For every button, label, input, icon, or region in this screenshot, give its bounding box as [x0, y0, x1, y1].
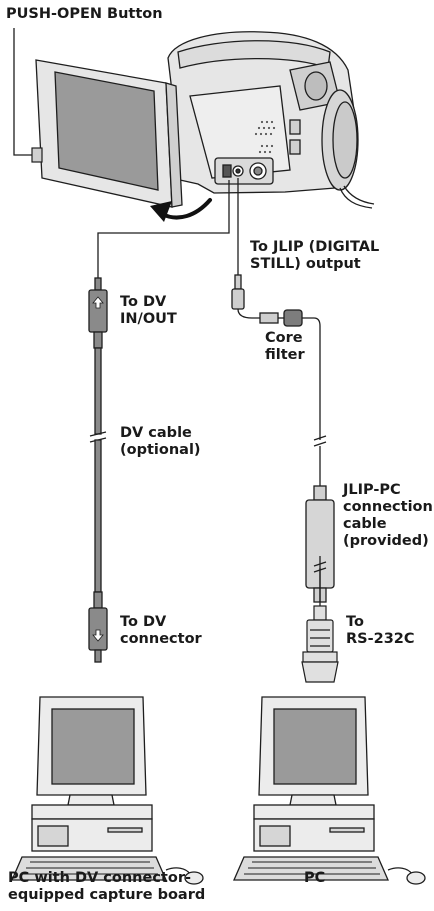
rs232c-label: To RS-232C: [346, 614, 415, 648]
camcorder: [168, 32, 374, 208]
pc-caption: PC: [304, 870, 325, 887]
dv-in-out-label: To DV IN/OUT: [120, 294, 177, 328]
core-filter-label: Core filter: [265, 330, 305, 364]
lcd-panel: [36, 60, 182, 207]
jlip-output-label: To JLIP (DIGITAL STILL) output: [250, 239, 379, 273]
push-open-label: PUSH-OPEN Button: [6, 6, 163, 23]
rs232c-connector: [302, 606, 338, 682]
dv-connector-label: To DV connector: [120, 614, 202, 648]
pc-left: [12, 697, 203, 884]
pc-right: [234, 697, 425, 884]
dv-cable-label: DV cable (optional): [120, 425, 201, 459]
dv-cable: [89, 180, 229, 662]
pc-dv-caption: PC with DV connector- equipped capture b…: [8, 870, 205, 904]
jlip-pc-cable-label: JLIP-PC connection cable (provided): [343, 482, 433, 550]
